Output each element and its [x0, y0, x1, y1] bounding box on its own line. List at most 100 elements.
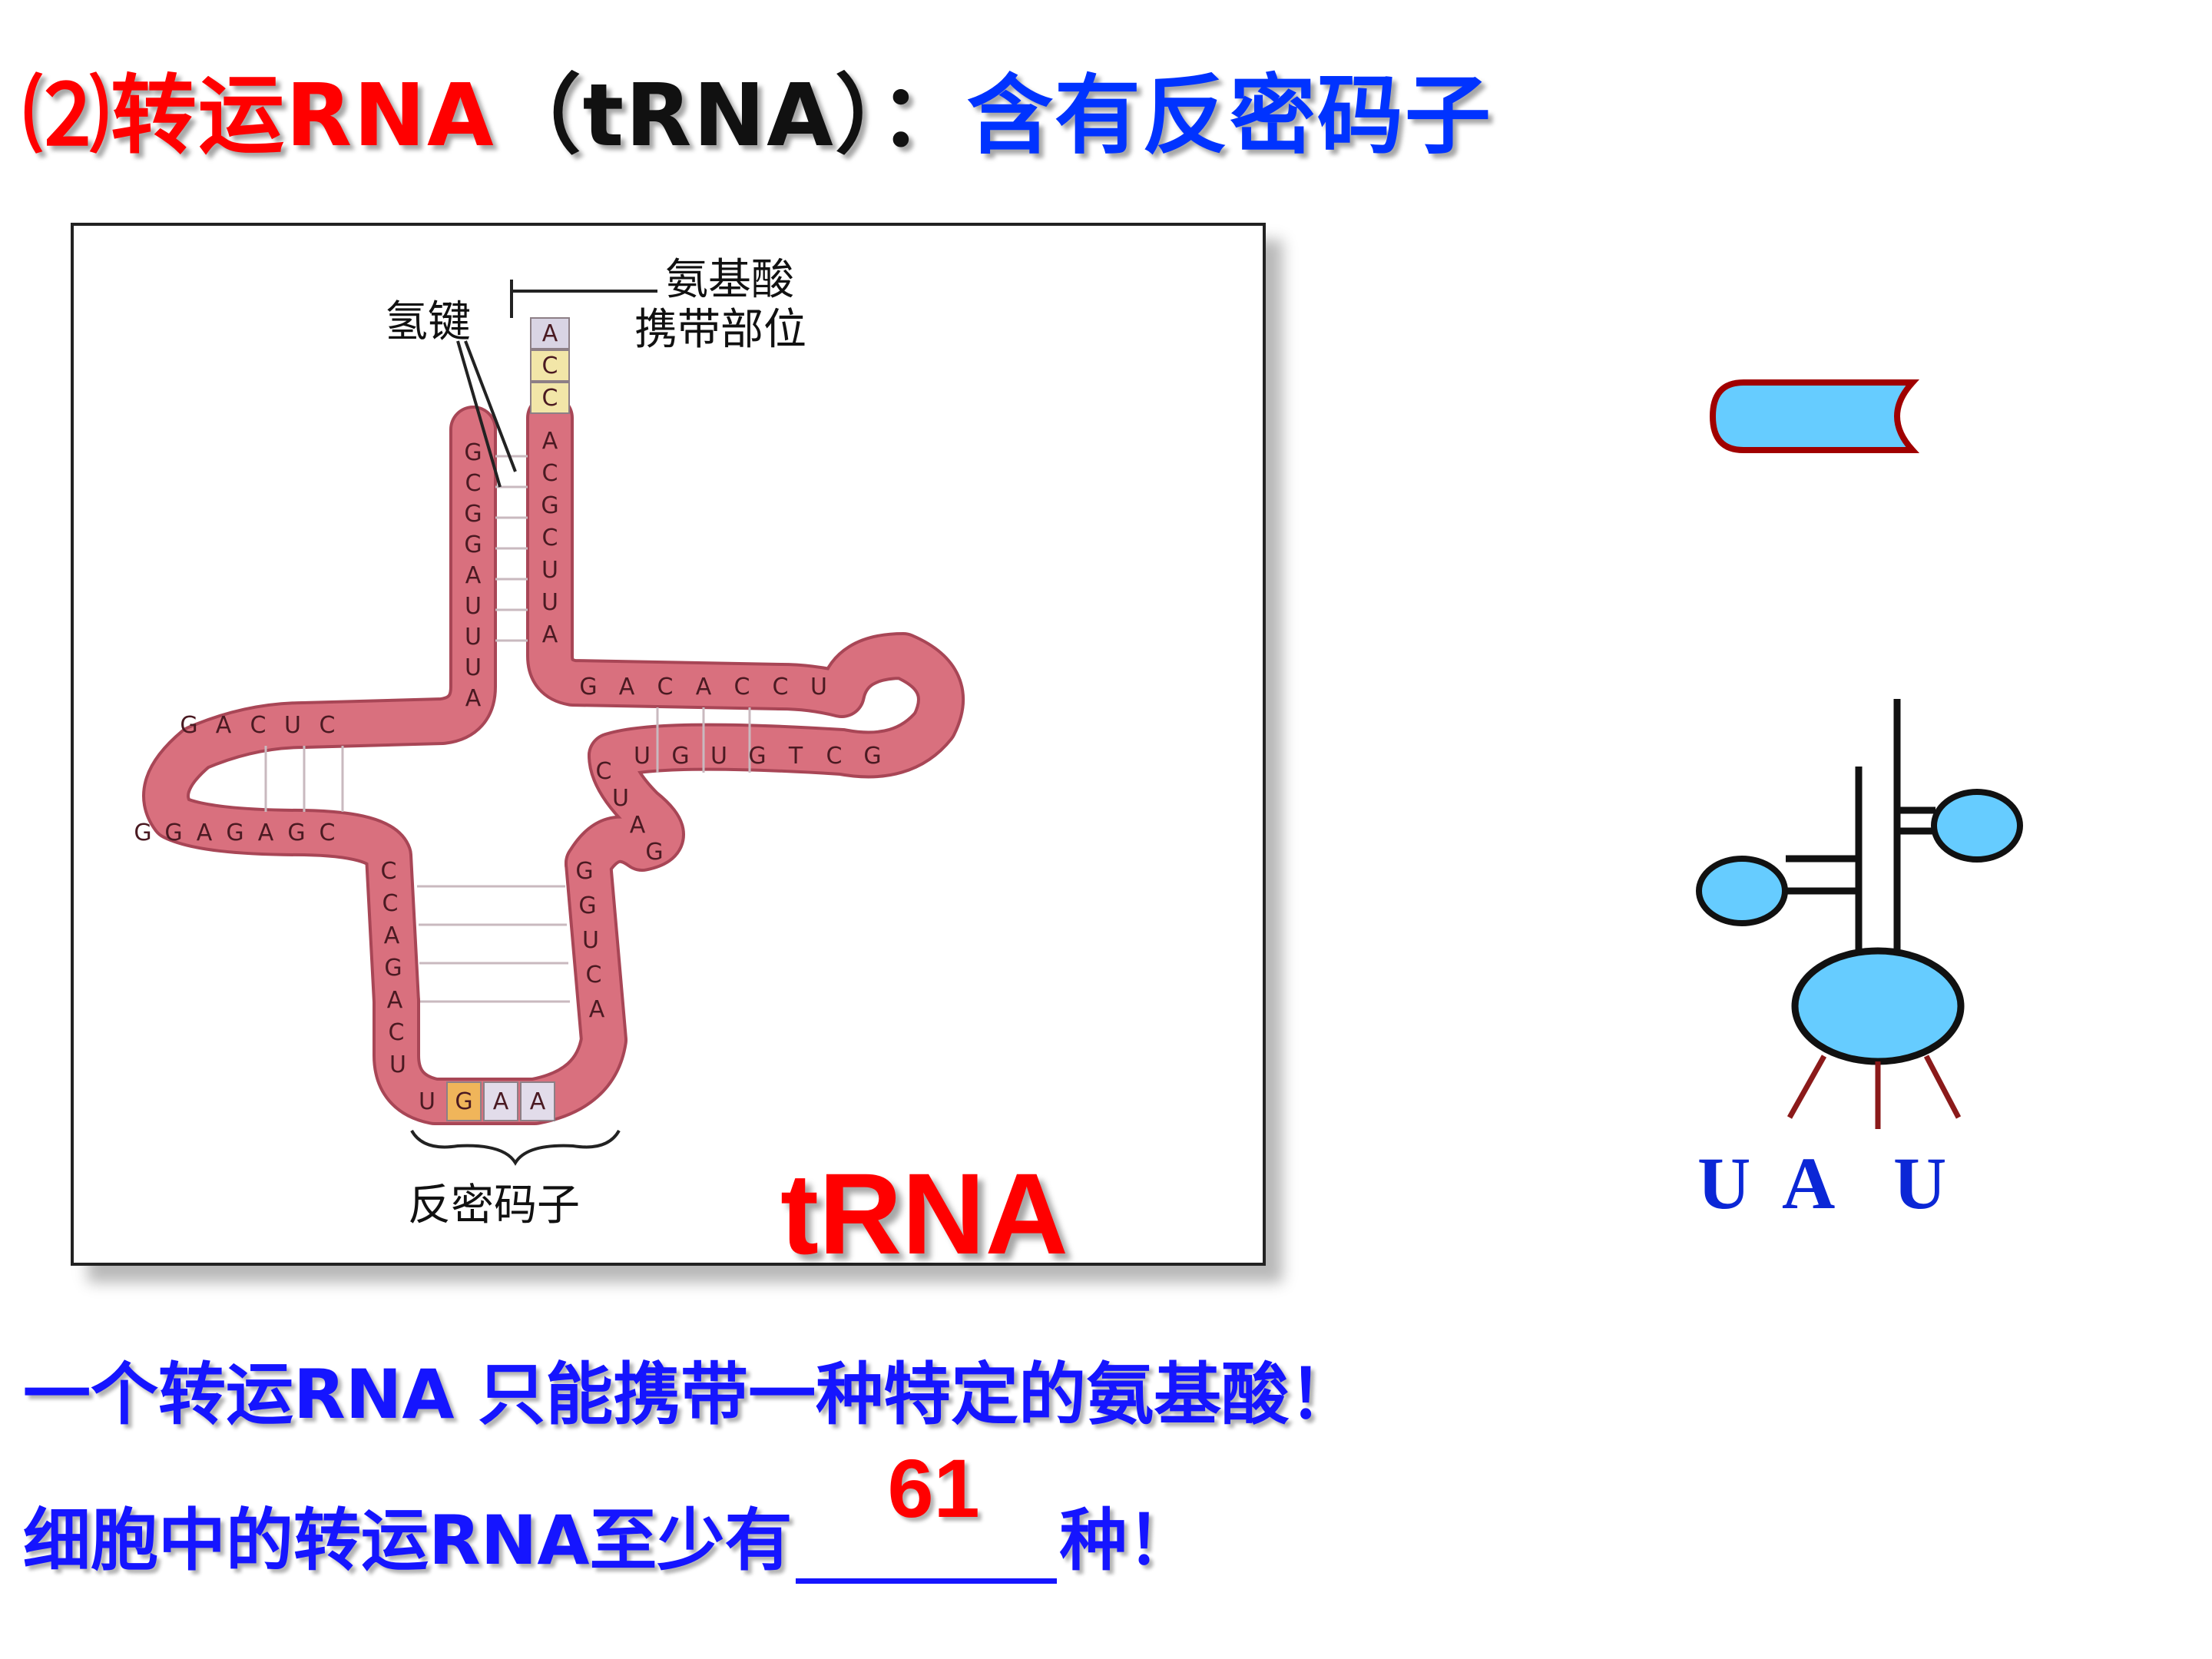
anticodon-stem-left-base: C — [389, 1019, 405, 1046]
d-arm-top-base: U — [284, 712, 301, 739]
acceptor-stem-left — [280, 406, 497, 749]
acceptor-t-arm-base: C — [734, 674, 750, 700]
acceptor-end-cell — [530, 349, 570, 382]
d-arm-bottom-base: A — [258, 820, 274, 846]
d-loop-ellipse — [1696, 856, 1788, 926]
anticodon-loop-base: A — [493, 1088, 509, 1115]
acceptor-t-arm-base: G — [579, 674, 597, 700]
d-arm-bottom-base: A — [197, 820, 213, 846]
acceptor-stem-left-base: C — [465, 470, 482, 497]
anticodon-stem-right-base: G — [578, 892, 596, 919]
d-arm-top-base: G — [180, 712, 197, 739]
answer-value: 61 — [887, 1442, 980, 1535]
acceptor-stem-right-base: U — [541, 557, 558, 584]
t-arm-base: G — [748, 743, 766, 770]
anticodon-loop-base: G — [455, 1088, 472, 1115]
title-name: 转运RNA — [111, 66, 495, 166]
variable-loop-base: U — [612, 785, 629, 812]
variable-loop-base: C — [596, 758, 612, 785]
acceptor-stem-left-base: G — [464, 531, 482, 558]
hydrogen-bond-rungs — [264, 455, 751, 1003]
title-abbr: （tRNA） — [495, 66, 879, 166]
anticodon-cell — [520, 1081, 555, 1121]
anticodon-loop-base: U — [419, 1088, 435, 1115]
variable-loop-base: A — [630, 812, 646, 839]
schematic-stems — [1786, 699, 1936, 964]
anticodon-cells — [446, 1081, 555, 1121]
answer-blank: 61 — [795, 1442, 1057, 1584]
anticodon-loop-base: A — [530, 1088, 546, 1115]
d-arm-bottom-base: G — [287, 820, 305, 846]
acceptor-stem-left-base: U — [465, 593, 482, 620]
acceptor-stem-right-base: U — [541, 589, 558, 616]
acceptor-stem-left-base: G — [464, 501, 482, 528]
page-title: ⑵转运RNA（tRNA）：含有反密码子 — [23, 46, 1492, 171]
statement-count-prefix: 细胞中的转运RNA至少有 — [23, 1501, 793, 1580]
anticodon-stem-left-base: A — [387, 987, 403, 1014]
anticodon-cell — [446, 1081, 482, 1121]
label-amino-acid: 氨基酸 — [665, 255, 794, 305]
t-arm-base: U — [634, 743, 651, 770]
d-arm-bottom-base: G — [226, 820, 243, 846]
acceptor-stem-right — [526, 394, 804, 710]
acceptor-t-arm-base: C — [773, 674, 789, 700]
codon-base-1: U — [1697, 1142, 1751, 1224]
acceptor-t-arm-base: U — [810, 674, 827, 700]
codon-base-3: U — [1893, 1142, 1947, 1224]
acceptor-stem-left-base: G — [464, 439, 482, 466]
acceptor-t-arm-base: A — [696, 674, 712, 700]
title-feature: 含有反密码子 — [966, 66, 1492, 166]
statement-trna-count: 细胞中的转运RNA至少有 61 种！ — [23, 1442, 1195, 1584]
anticodon-stem-left-base: C — [382, 890, 399, 917]
anticodon-stem-left-base: U — [389, 1051, 406, 1078]
acceptor-stem-right-base: C — [542, 460, 558, 487]
acceptor-end — [530, 317, 570, 414]
anticodon-stem-left-base: C — [381, 858, 397, 885]
d-arm-top-base: C — [320, 712, 336, 739]
label-hydrogen-bond: 氢键 — [385, 297, 471, 347]
acceptor-stem-right-base: C — [542, 525, 558, 551]
t-arm-base: G — [863, 743, 881, 770]
acceptor-stem-left-base: A — [465, 562, 482, 589]
t-arm-base: G — [671, 743, 689, 770]
anticodon-stem-right-base: G — [575, 858, 593, 885]
variable-loop-base: G — [645, 839, 663, 866]
t-loop-ellipse — [1931, 789, 2023, 863]
acceptor-stem-left-base: U — [465, 654, 482, 681]
acceptor-end-cell — [530, 317, 570, 349]
acceptor-stem-right-base: A — [542, 621, 558, 648]
acceptor-stem-left-base: U — [465, 624, 482, 651]
acceptor-stem-left-base: A — [465, 685, 482, 712]
acceptor-stem-right-base: G — [541, 492, 558, 519]
d-arm-top-base: A — [216, 712, 232, 739]
acceptor-t-arm-base: C — [657, 674, 674, 700]
d-arm-bottom-base: G — [134, 820, 151, 846]
anticodon-brace — [410, 1129, 621, 1166]
hbond-leader-1 — [456, 340, 502, 488]
hbond-leader-2 — [464, 340, 517, 472]
acceptor-end-base: A — [542, 320, 558, 347]
anticodon-loop-ellipse — [1791, 947, 1965, 1065]
amino-acid-capsule — [1709, 379, 1920, 453]
anticodon-stem-right-base: C — [586, 962, 602, 988]
anticodon-stem-left-base: G — [384, 955, 402, 982]
d-arm-top-base: C — [250, 712, 267, 739]
title-colon: ： — [879, 66, 967, 166]
statement-one-amino-acid: 一个转运RNA 只能携带一种特定的氨基酸！ — [23, 1355, 1357, 1434]
acceptor-stem-right-base: A — [542, 428, 558, 455]
acceptor-end-base: C — [542, 385, 558, 412]
label-carrying-site: 携带部位 — [634, 305, 806, 355]
anticodon-stem-right-base: A — [589, 996, 605, 1023]
statement-count-suffix: 种！ — [1059, 1501, 1195, 1580]
acceptor-end-base: C — [542, 353, 558, 379]
label-trna: tRNA — [780, 1149, 1068, 1278]
t-arm-base: T — [788, 743, 803, 770]
anticodon-stem-right-base: U — [582, 927, 599, 954]
anticodon-cell — [483, 1081, 518, 1121]
d-arm-bottom-base: C — [320, 820, 336, 846]
acceptor-t-arm-base: A — [619, 674, 635, 700]
anticodon-legs — [1786, 1055, 1962, 1129]
